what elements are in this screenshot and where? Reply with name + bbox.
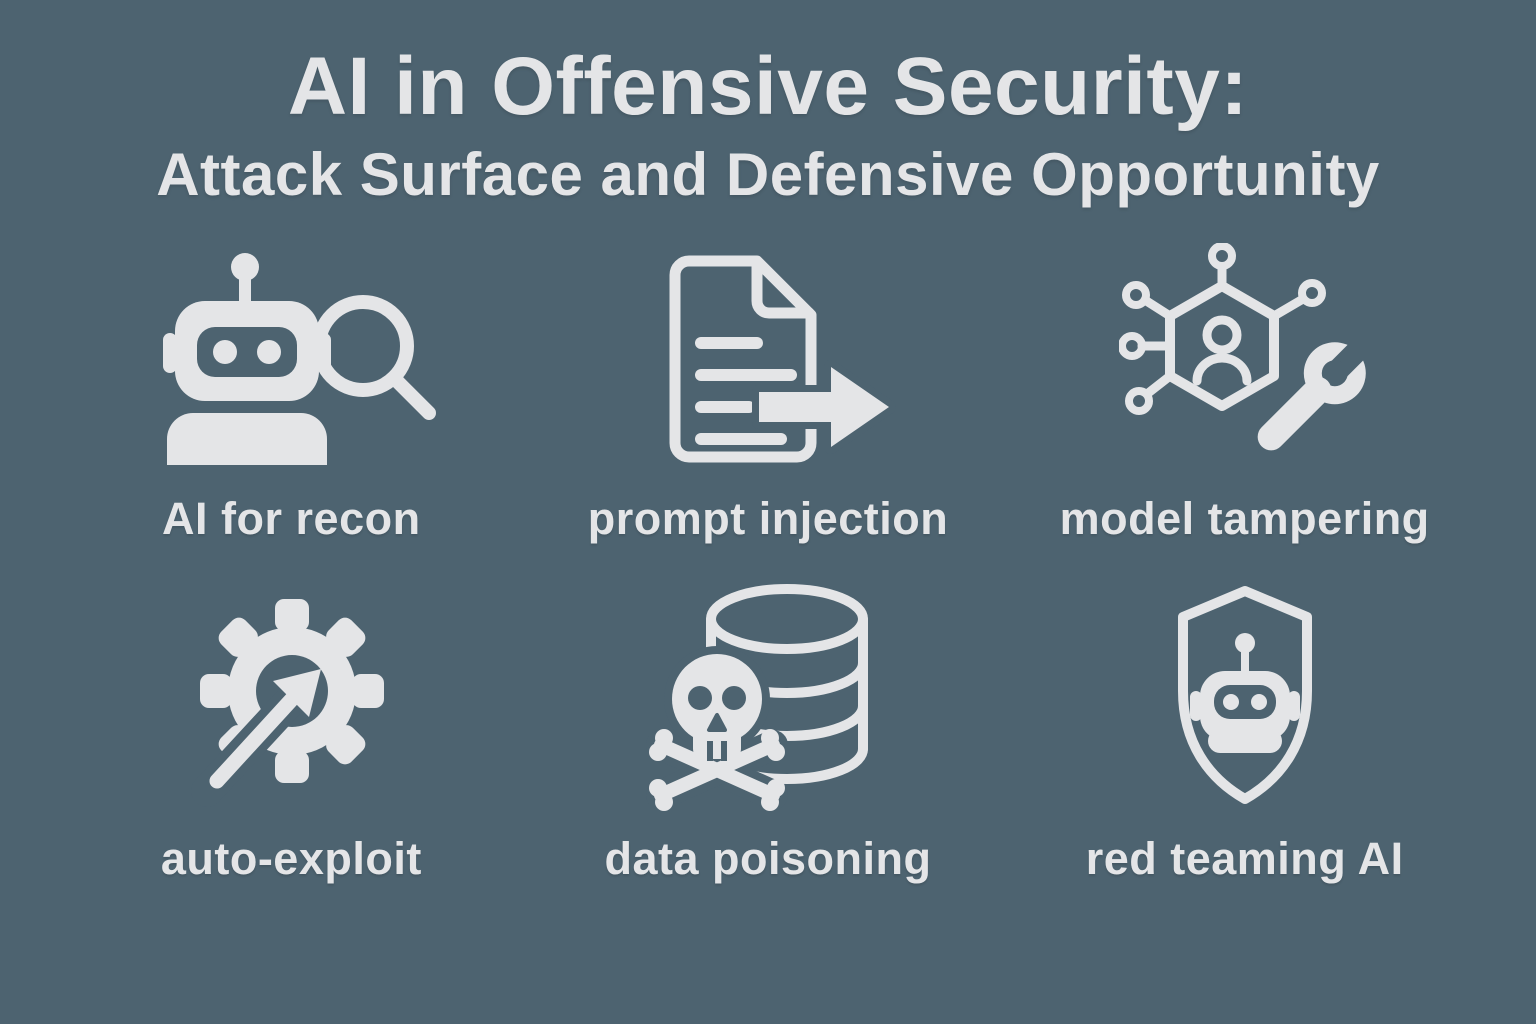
title-line-1: AI in Offensive Security: (287, 41, 1249, 132)
icon-box (639, 243, 897, 471)
skull-crossbones-glyph (645, 646, 788, 811)
cell-label: red teaming AI (1085, 833, 1404, 884)
cell-label: model tampering (1059, 493, 1430, 544)
icon-grid: AI for recon prompt injection (53, 243, 1483, 885)
cell-data-poisoning: data poisoning (530, 571, 1007, 885)
robot-head-glyph (1189, 633, 1300, 753)
icon-box (187, 571, 395, 811)
gear-arrow-icon (191, 599, 385, 807)
cell-ai-for-recon: AI for recon (53, 243, 530, 545)
icon-box (1118, 243, 1371, 471)
cell-label: prompt injection (587, 493, 949, 544)
cell-prompt-injection: prompt injection (530, 243, 1007, 545)
cell-label: AI for recon (162, 493, 421, 544)
robot-search-icon (163, 253, 437, 465)
shield-robot-icon (1177, 586, 1312, 804)
cell-label: auto-exploit (160, 833, 422, 884)
title-block: AI in Offensive Security: Attack Surface… (0, 0, 1536, 209)
cell-red-teaming-ai: red teaming AI (1006, 571, 1483, 885)
icon-box (145, 243, 437, 471)
network-wrench-icon (1118, 243, 1371, 451)
document-arrow-icon (669, 255, 896, 463)
database-skull-icon (645, 584, 868, 811)
icon-box (1146, 571, 1344, 811)
title-line-2: Attack Surface and Defensive Opportunity (156, 141, 1380, 208)
cell-label: data poisoning (604, 833, 932, 884)
cell-model-tampering: model tampering (1006, 243, 1483, 545)
icon-box (637, 571, 899, 811)
wrench-glyph (1257, 337, 1371, 451)
cell-auto-exploit: auto-exploit (53, 571, 530, 885)
